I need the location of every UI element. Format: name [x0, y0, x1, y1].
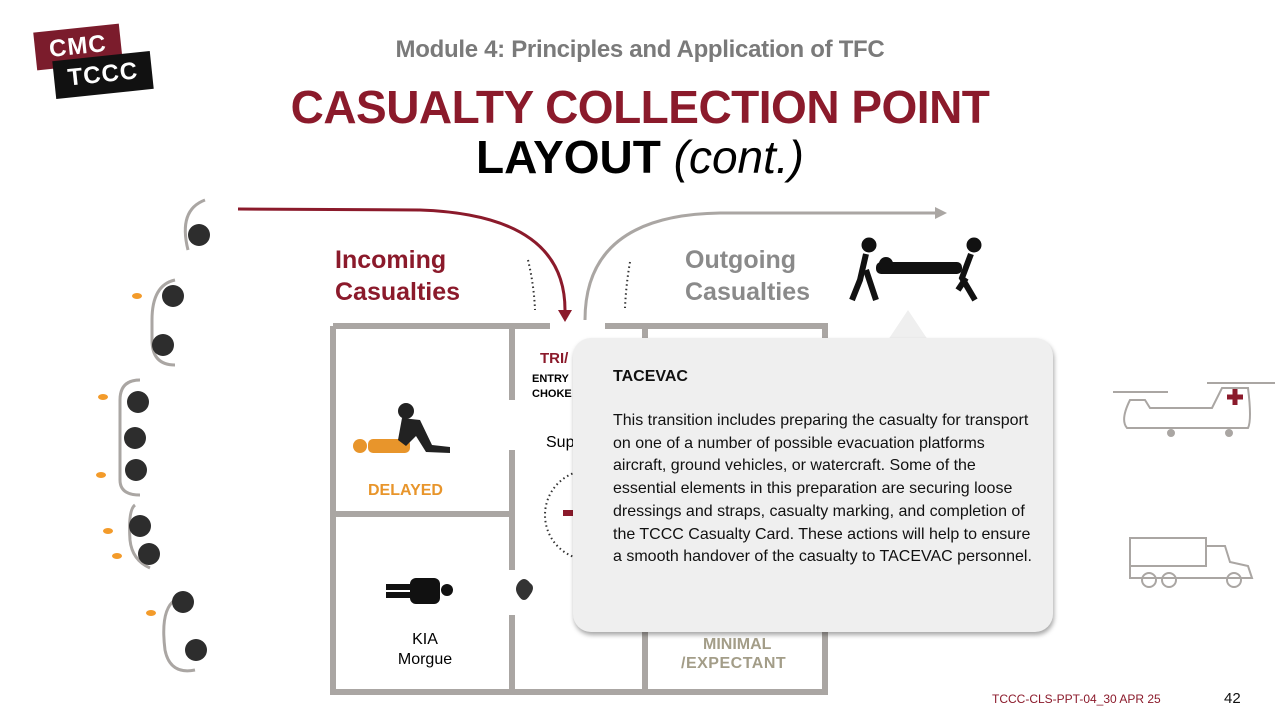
slide-subtitle: LAYOUT (cont.): [0, 130, 1280, 184]
kia-line1: KIA: [412, 631, 438, 648]
tooltip-pointer: [888, 310, 928, 340]
incoming-line1: Incoming: [335, 246, 447, 274]
entry-line2: CHOKE: [532, 388, 572, 400]
module-title: Module 4: Principles and Application of …: [395, 36, 885, 63]
kia-morgue-label: KIA Morgue: [380, 630, 470, 670]
footer-doc-id: TCCC-CLS-PPT-04_30 APR 25: [992, 692, 1161, 706]
entry-line1: ENTRY: [532, 373, 569, 385]
expectant-label: /EXPECTANT: [681, 655, 787, 672]
kia-line2: Morgue: [397, 651, 453, 668]
door-swing-left: [527, 259, 536, 311]
helicopter-icon: [1113, 382, 1275, 437]
sup-label: Sup: [546, 434, 575, 451]
red-cross-fragment: [563, 510, 575, 516]
slide-title: CASUALTY COLLECTION POINT: [290, 81, 990, 133]
subtitle-main: LAYOUT: [475, 131, 661, 183]
outgoing-line2: Casualties: [685, 278, 811, 306]
page-number: 42: [1224, 690, 1241, 707]
entry-choke-label: ENTRY CHOKE: [532, 372, 572, 402]
incoming-arrow: [237, 207, 567, 311]
stretcher-bearers-icon: [849, 237, 982, 302]
tacevac-tooltip: TACEVAC This transition includes prepari…: [573, 338, 1053, 632]
outgoing-arrow-head: [935, 207, 947, 219]
incoming-line2: Casualties: [335, 278, 461, 306]
minimal-label: MINIMAL: [703, 636, 772, 653]
truck-icon: [1129, 537, 1254, 588]
door-swing-right: [624, 261, 631, 309]
incoming-arrow-head: [558, 310, 572, 322]
outgoing-arrow: [583, 211, 935, 321]
kia-figure-icon: [386, 578, 453, 604]
subtitle-italic: (cont.): [673, 131, 805, 183]
outgoing-line1: Outgoing: [685, 246, 797, 274]
delayed-casualty-icon: [353, 403, 450, 453]
tooltip-body: This transition includes preparing the c…: [613, 412, 1032, 566]
firing-soldiers: [96, 198, 210, 673]
triage-label: TRI/: [540, 350, 569, 367]
delayed-label: DELAYED: [368, 482, 443, 499]
tooltip-title: TACEVAC: [613, 368, 688, 385]
small-figure-icon: [516, 579, 533, 600]
